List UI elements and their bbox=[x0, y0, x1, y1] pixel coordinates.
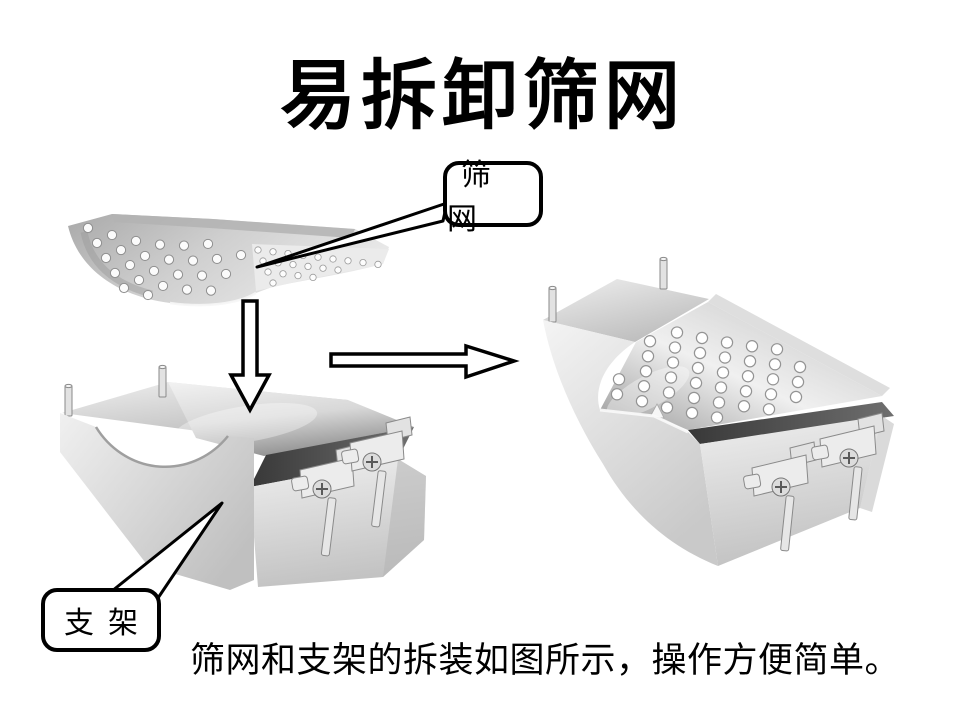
mesh-callout: 筛网 bbox=[443, 159, 543, 236]
toggle-clamp bbox=[291, 443, 363, 557]
toggle-clamp bbox=[743, 441, 817, 552]
toggle-clamp bbox=[341, 416, 413, 528]
down-arrow-icon bbox=[228, 299, 272, 414]
mesh-part-figure bbox=[68, 214, 389, 307]
right-arrow-icon bbox=[329, 343, 520, 380]
toggle-clamp bbox=[811, 412, 885, 521]
bracket-callout: 支架 bbox=[41, 588, 161, 652]
mesh-holes-far-wall bbox=[254, 246, 382, 287]
mesh-callout-label: 筛网 bbox=[447, 159, 505, 236]
bracket-part-figure bbox=[60, 364, 426, 590]
assembly-figure bbox=[543, 256, 894, 566]
slide-title: 易拆卸筛网 bbox=[280, 55, 685, 139]
bracket-callout-label: 支架 bbox=[64, 607, 152, 640]
mesh-holes bbox=[82, 222, 247, 301]
slide-caption: 筛网和支架的拆装如图所示，操作方便简单。 bbox=[190, 641, 901, 680]
assembly-mesh-holes bbox=[610, 326, 807, 424]
